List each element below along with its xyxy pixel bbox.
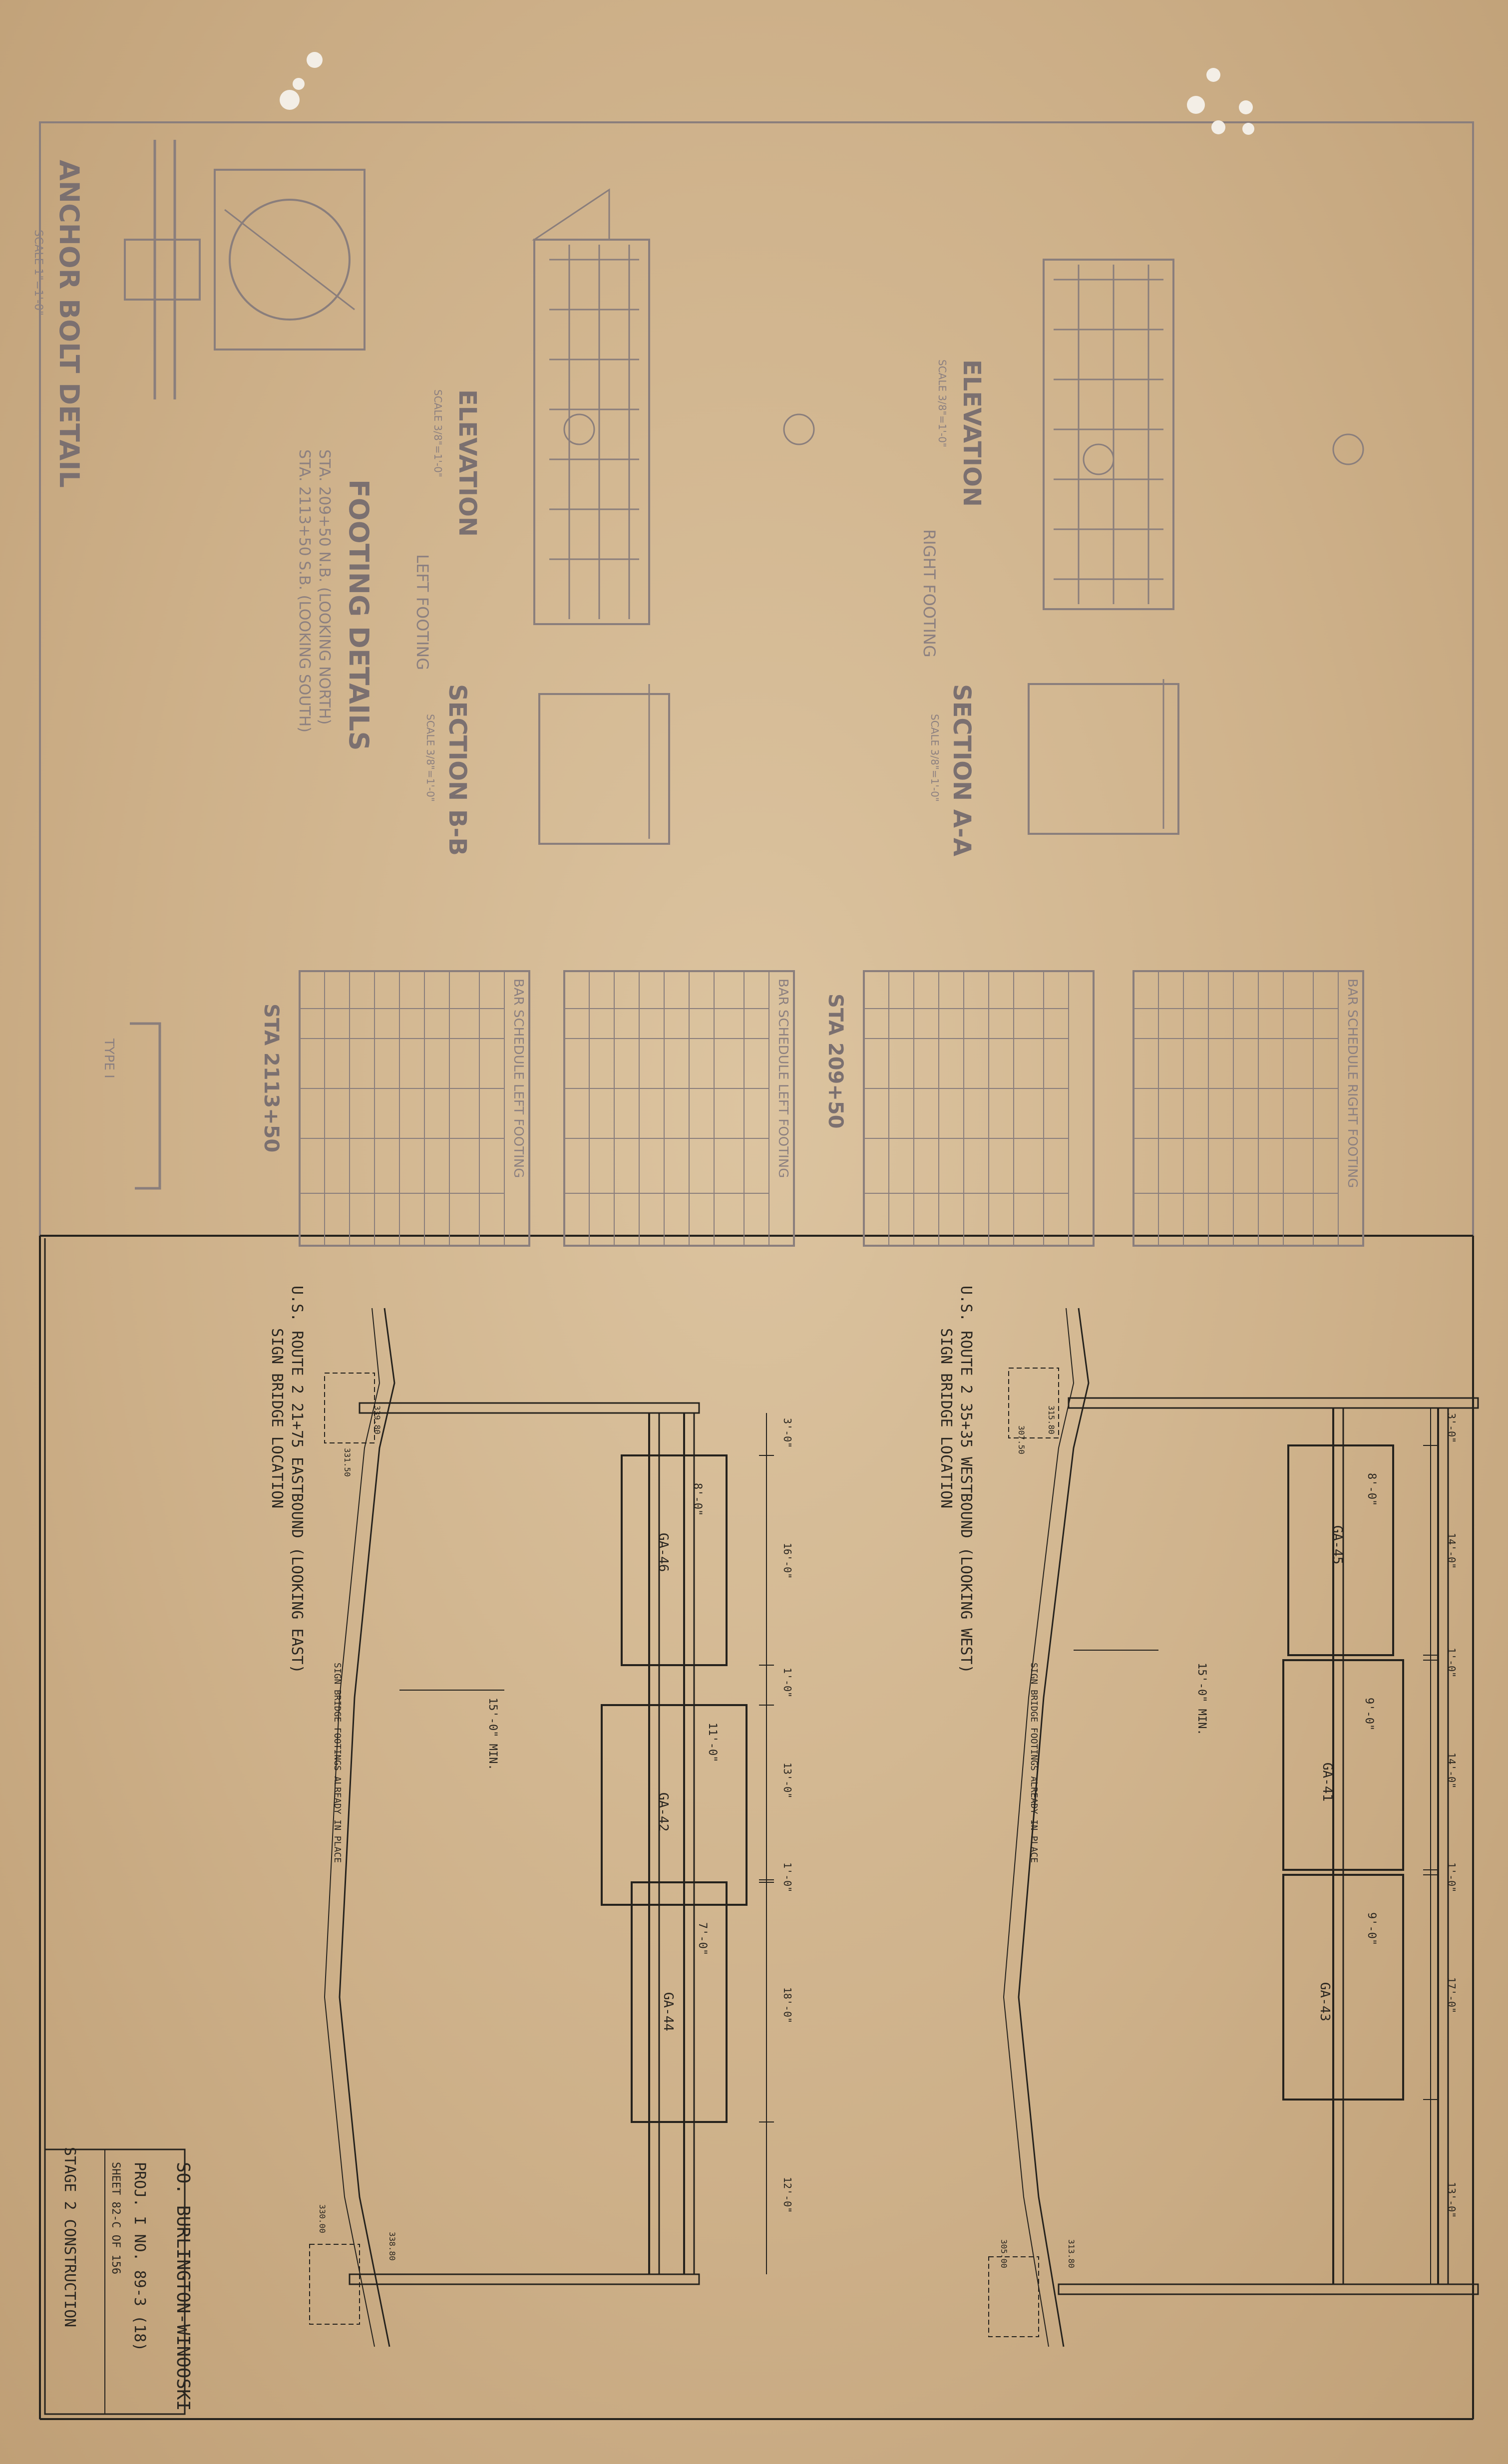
sheet-border bbox=[39, 121, 1474, 2420]
eb-sign-2-height: 11'-0" bbox=[706, 1723, 719, 1762]
sign-bridge-westbound: U.S. ROUTE 2 35+35 WESTBOUND (LOOKING WE… bbox=[937, 1286, 1479, 2347]
wb-right-elev-2: 305.00 bbox=[999, 2239, 1009, 2268]
wb-right-column bbox=[1058, 2283, 1479, 2295]
wb-sign-2-id: GA-41 bbox=[1320, 1762, 1335, 1801]
wb-left-footing bbox=[1008, 1368, 1059, 1438]
wb-dim-3: 1'-0" bbox=[1446, 1648, 1458, 1678]
title-block: STAGE 2 CONSTRUCTION SO. BURLINGTON-WINO… bbox=[44, 1238, 193, 2415]
eb-right-column bbox=[349, 2273, 700, 2285]
stage-label: STAGE 2 CONSTRUCTION bbox=[61, 2147, 78, 2327]
elevation-left-title: ELEVATION bbox=[453, 389, 481, 537]
wb-clearance: 15'-0" MIN. bbox=[1195, 1663, 1208, 1736]
eb-dim-6: 18'-0" bbox=[781, 1987, 793, 2023]
wb-sign-3 bbox=[1282, 1874, 1404, 2101]
anchor-bolt-scale: SCALE 1"=1'-0" bbox=[32, 230, 44, 316]
eb-dim-3: 1'-0" bbox=[781, 1668, 793, 1698]
project-name: SO. BURLINGTON-WINOOSKI bbox=[173, 2162, 193, 2411]
wb-sign-3-height: 9'-0" bbox=[1365, 1912, 1378, 1945]
schedule-right-title: BAR SCHEDULE RIGHT FOOTING bbox=[1345, 979, 1360, 1188]
elevation-right-title: ELEVATION bbox=[958, 359, 986, 507]
eb-sign-1-height: 8'-0" bbox=[691, 1483, 704, 1516]
sta-label-1: STA 2113+50 bbox=[260, 1004, 283, 1152]
wb-right-elev-1: 313.80 bbox=[1067, 2239, 1076, 2268]
faded-details: ANCHOR BOLT DETAIL SCALE 1"=1'-0" FOOTIN… bbox=[32, 140, 1364, 1247]
eb-dim-4: 13'-0" bbox=[781, 1762, 793, 1798]
eb-dim-7: 12'-0" bbox=[781, 2177, 793, 2213]
eb-dim-2: 16'-0" bbox=[781, 1543, 793, 1579]
wb-dim-6: 17'-0" bbox=[1446, 1977, 1458, 2013]
punch-holes bbox=[280, 52, 1254, 135]
wb-dim-4: 14'-0" bbox=[1446, 1753, 1458, 1788]
eb-right-elev-1: 338.80 bbox=[387, 2232, 397, 2261]
wb-left-elev-1: 315.80 bbox=[1047, 1406, 1056, 1434]
section-b-title: SECTION B-B bbox=[443, 684, 471, 856]
eb-clearance: 15'-0" MIN. bbox=[486, 1698, 499, 1770]
section-a-title: SECTION A-A bbox=[948, 684, 976, 856]
footing-title: FOOTING DETAILS bbox=[343, 479, 375, 750]
eb-sign-1 bbox=[621, 1454, 728, 1666]
type-label: TYPE I bbox=[101, 1038, 116, 1078]
eb-dim-1: 3'-0" bbox=[781, 1418, 793, 1448]
eb-caption-2: SIGN BRIDGE LOCATION bbox=[268, 1328, 286, 1508]
schedule-left-title-1: BAR SCHEDULE LEFT FOOTING bbox=[511, 979, 526, 1178]
wb-caption-2: SIGN BRIDGE LOCATION bbox=[937, 1328, 955, 1508]
eb-sign-3 bbox=[631, 1881, 728, 2123]
footing-sta-2: STA. 2113+50 S.B. (LOOKING SOUTH) bbox=[296, 449, 313, 732]
wb-sign-2-height: 9'-0" bbox=[1363, 1698, 1375, 1731]
schedule-left-title-2: BAR SCHEDULE LEFT FOOTING bbox=[775, 979, 790, 1178]
eb-right-footing bbox=[309, 2244, 360, 2325]
right-footing-label: RIGHT FOOTING bbox=[920, 529, 939, 658]
eb-left-column bbox=[359, 1402, 700, 1414]
project-number: PROJ. I NO. 89-3 (18) bbox=[131, 2162, 148, 2351]
wb-caption-1: U.S. ROUTE 2 35+35 WESTBOUND (LOOKING WE… bbox=[957, 1286, 975, 1674]
eb-left-footing bbox=[324, 1373, 375, 1443]
wb-sign-1-height: 8'-0" bbox=[1365, 1473, 1378, 1506]
eb-left-elev-2: 331.50 bbox=[343, 1448, 352, 1477]
eb-sign-1-id: GA-46 bbox=[656, 1533, 671, 1572]
wb-sign-3-id: GA-43 bbox=[1317, 1982, 1332, 2021]
eb-sign-3-height: 7'-0" bbox=[696, 1922, 709, 1955]
eb-sign-2-id: GA-42 bbox=[656, 1792, 671, 1831]
wb-dim-2: 14'-0" bbox=[1446, 1533, 1458, 1569]
footing-sta-1: STA. 209+50 N.B. (LOOKING NORTH) bbox=[316, 449, 333, 724]
bar-schedule-left-1: BAR SCHEDULE LEFT FOOTING STA 2113+50 bbox=[260, 970, 530, 1247]
wb-right-footing bbox=[988, 2256, 1039, 2337]
bar-schedule-left-2: BAR SCHEDULE LEFT FOOTING bbox=[563, 970, 795, 1247]
wb-note: SIGN BRIDGE FOOTINGS ALREADY IN PLACE bbox=[1029, 1663, 1039, 1863]
eb-left-elev-1: 339.80 bbox=[373, 1406, 382, 1434]
anchor-bolt-title: ANCHOR BOLT DETAIL bbox=[53, 160, 85, 488]
left-footing-label: LEFT FOOTING bbox=[413, 554, 432, 670]
section-b-scale: SCALE 3/8"=1'-0" bbox=[424, 714, 436, 802]
eb-caption-1: U.S. ROUTE 2 21+75 EASTBOUND (LOOKING EA… bbox=[288, 1286, 306, 1674]
eb-note: SIGN BRIDGE FOOTINGS ALREADY IN PLACE bbox=[332, 1663, 343, 1863]
wb-dim-7: 13'-0" bbox=[1446, 2182, 1458, 2218]
wb-sign-1 bbox=[1287, 1444, 1394, 1656]
wb-sign-1-id: GA-45 bbox=[1330, 1525, 1345, 1564]
eb-right-elev-2: 330.00 bbox=[318, 2204, 327, 2233]
elevation-right-scale: SCALE 3/8"=1'-0" bbox=[936, 359, 948, 447]
type-bar-sketch: TYPE I bbox=[101, 1022, 161, 1190]
wb-left-column bbox=[1068, 1397, 1479, 1409]
wb-sign-2 bbox=[1282, 1659, 1404, 1871]
wb-left-elev-2: 307.50 bbox=[1017, 1425, 1026, 1454]
elevation-left-scale: SCALE 3/8"=1'-0" bbox=[432, 389, 444, 477]
sheet-number: SHEET 82-C OF 156 bbox=[109, 2162, 122, 2274]
section-a-scale: SCALE 3/8"=1'-0" bbox=[929, 714, 941, 802]
bar-schedule-right-2: BAR SCHEDULE RIGHT FOOTING bbox=[1132, 970, 1364, 1247]
wb-dim-1: 3'-0" bbox=[1446, 1413, 1458, 1443]
eb-dim-5: 1'-0" bbox=[781, 1862, 793, 1892]
wb-dim-5: 1'-0" bbox=[1446, 1862, 1458, 1892]
bar-schedule-right-1: STA 209+50 bbox=[824, 970, 1095, 1247]
sta-label-2: STA 209+50 bbox=[824, 994, 847, 1129]
sign-bridge-eastbound: U.S. ROUTE 2 21+75 EASTBOUND (LOOKING EA… bbox=[268, 1286, 793, 2347]
eb-sign-3-id: GA-44 bbox=[661, 1992, 676, 2031]
eb-sign-2 bbox=[601, 1704, 748, 1906]
